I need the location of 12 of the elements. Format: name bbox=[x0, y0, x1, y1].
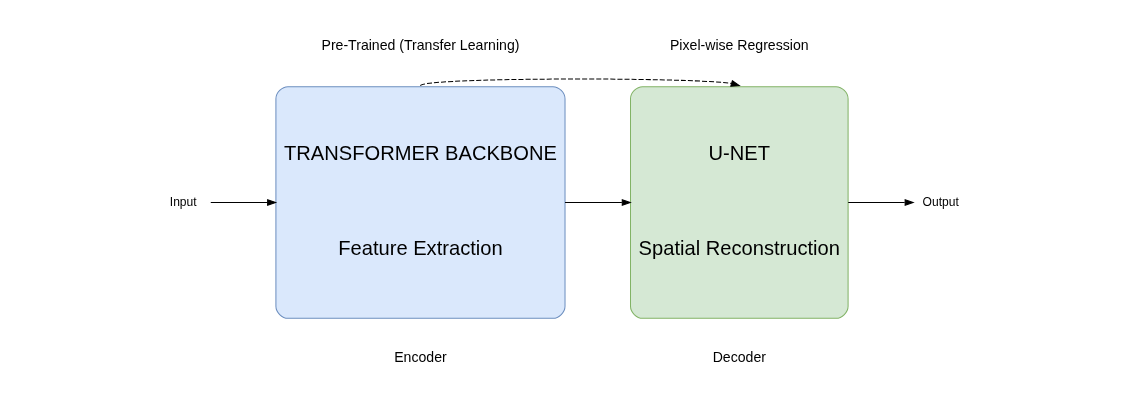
node-label: Decoder bbox=[712, 349, 766, 366]
node-text: Output bbox=[922, 194, 959, 209]
node-box: U-NET Spatial Reconstruction bbox=[630, 86, 849, 319]
arrow bbox=[847, 198, 915, 207]
node-label: Pixel-wise Regression bbox=[669, 37, 809, 54]
node-text: Input bbox=[169, 194, 197, 209]
node-label: Encoder bbox=[394, 349, 447, 366]
node-label: Pre-Trained (Transfer Learning) bbox=[321, 37, 520, 54]
arrow bbox=[419, 78, 741, 87]
arrow bbox=[210, 198, 278, 207]
node-box: TRANSFORMER BACKBONE Feature Extraction bbox=[275, 86, 566, 319]
arrow bbox=[564, 198, 632, 207]
